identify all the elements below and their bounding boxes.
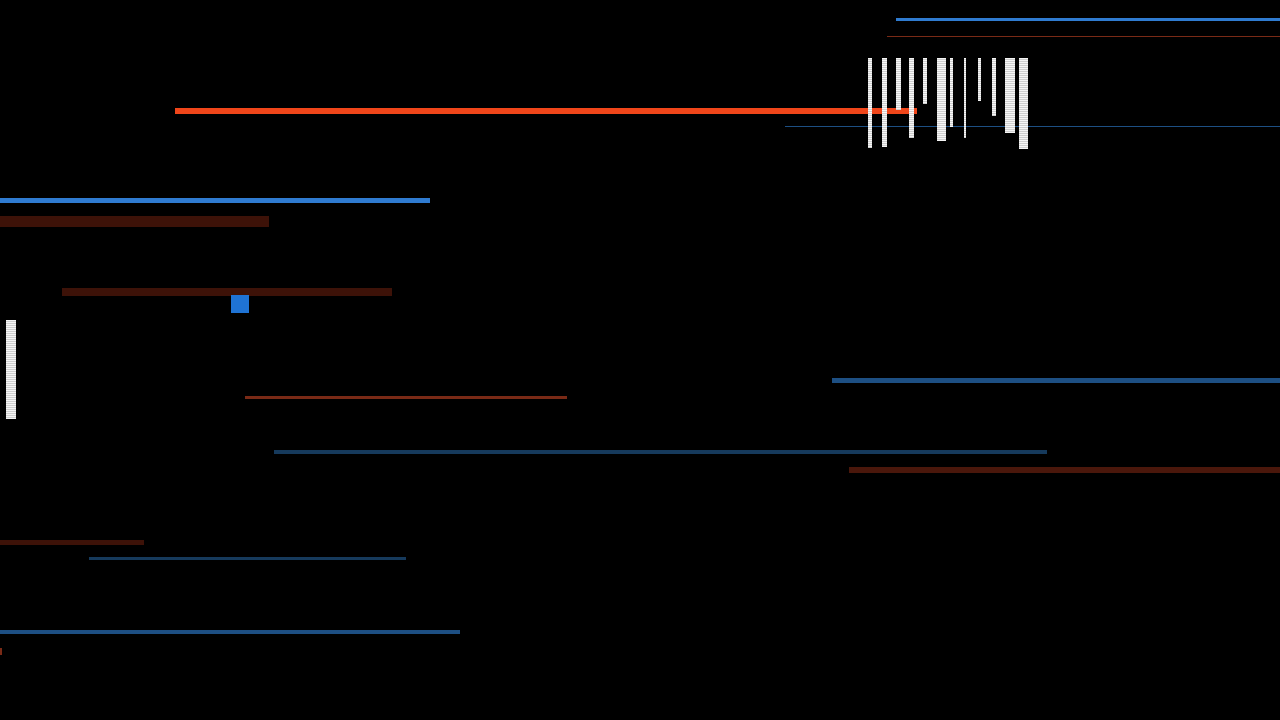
barcode-bar — [868, 58, 872, 148]
streak-top-rust — [887, 36, 1280, 37]
barcode-bar — [1019, 58, 1028, 149]
streak-blue-right-mid — [832, 378, 1280, 383]
rust-dot — [0, 648, 2, 655]
streak-orange-main — [175, 108, 917, 114]
streak-thin-blue-right — [785, 126, 1280, 127]
barcode-bar — [978, 58, 981, 101]
barcode-bar — [950, 58, 953, 127]
left-white-bar — [6, 320, 16, 419]
barcode-bar — [896, 58, 901, 110]
barcode-bar — [882, 58, 887, 147]
streak-deep-blue-lower — [89, 557, 406, 560]
streak-top-blue — [896, 18, 1280, 21]
streak-rust-right — [849, 467, 1280, 473]
streak-brown-mid — [62, 288, 392, 296]
barcode-bar — [964, 58, 966, 138]
streak-deep-blue-long — [274, 450, 1047, 454]
streak-brown-lower-left — [0, 540, 144, 545]
streak-brown-left — [0, 216, 269, 227]
streak-rust-middle — [245, 396, 567, 399]
barcode-bar — [1005, 58, 1015, 133]
barcode-bar — [992, 58, 996, 116]
barcode-bar — [937, 58, 946, 141]
barcode-bar — [909, 58, 914, 138]
streak-blue-bottom — [0, 630, 460, 634]
barcode-bar — [923, 58, 927, 104]
blue-square — [231, 295, 249, 313]
streak-blue-left — [0, 198, 430, 203]
